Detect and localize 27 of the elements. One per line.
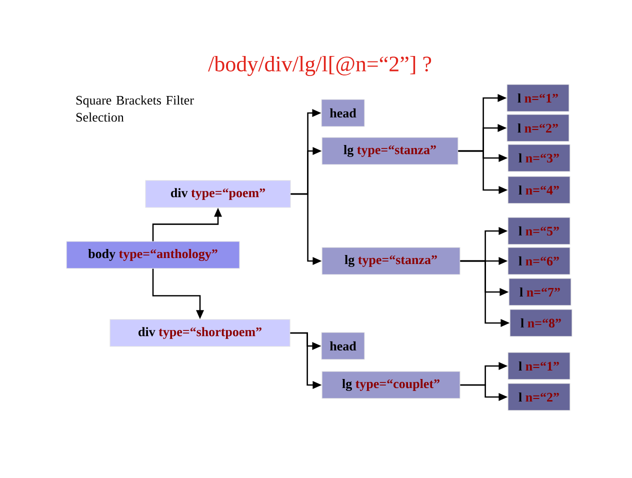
note: Square Brackets Filter Selection (76, 96, 194, 122)
element-box: l n=“3” (508, 144, 570, 172)
element-box: l n=“2” (508, 383, 570, 411)
element-box: div type=“poem” (145, 180, 291, 208)
element-box: head (321, 99, 365, 127)
title: /body/div/lg/l[@n=“2”] ? (208, 56, 432, 76)
element-box: l n=“1” (506, 84, 570, 112)
element-box: l n=“2” (506, 114, 570, 142)
element-box: lg type=“stanza” (322, 137, 458, 165)
arrow (152, 268, 204, 320)
element-box: body type=“anthology” (66, 241, 240, 269)
element-box: head (321, 332, 365, 360)
element-box: l n=“8” (510, 309, 572, 337)
element-box: l n=“6” (508, 247, 570, 275)
arrow (460, 384, 508, 401)
arrow (290, 332, 322, 389)
arrow (458, 150, 508, 194)
element-box: lg type=“couplet” (322, 371, 460, 399)
arrow (152, 208, 222, 242)
element-box: l n=“5” (508, 217, 570, 245)
element-box: div type=“shortpoem” (110, 319, 290, 347)
element-box: l n=“7” (508, 278, 572, 306)
arrow (290, 193, 322, 265)
element-box: lg type=“stanza” (322, 247, 460, 275)
arrow (460, 260, 510, 327)
element-box: l n=“4” (508, 176, 570, 204)
element-box: l n=“1” (508, 352, 570, 380)
